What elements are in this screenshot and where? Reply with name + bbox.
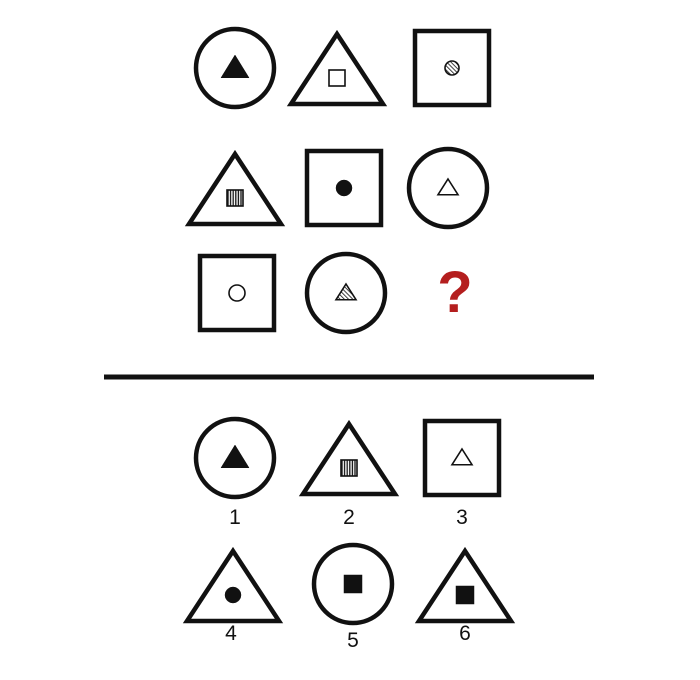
inner-triangle [220, 444, 250, 468]
grid-cell-r3c2 [304, 251, 388, 335]
option-4-figure[interactable] [182, 546, 284, 624]
option-2-figure[interactable] [298, 419, 400, 497]
option-3[interactable]: 3 [422, 418, 502, 529]
answer-options: 1 2 3 4 5 6 [182, 416, 516, 652]
option-5[interactable]: 5 [311, 542, 395, 652]
inner-circle [224, 586, 242, 604]
option-6-figure[interactable] [414, 546, 516, 624]
outer-triangle [286, 29, 388, 107]
grid-cell-r1c2 [286, 29, 388, 107]
option-4-number: 4 [225, 622, 237, 645]
option-2-number: 2 [343, 506, 355, 529]
option-1[interactable]: 1 [193, 416, 277, 529]
inner-square [340, 459, 358, 477]
inner-triangle [334, 282, 358, 301]
outer-triangle [184, 149, 286, 227]
question-mark: ? [437, 260, 472, 325]
inner-circle [444, 60, 460, 76]
grid-cell-r1c3 [412, 28, 492, 108]
puzzle-grid: ? [184, 26, 492, 335]
grid-cell-r1c1 [193, 26, 277, 110]
grid-cell-r2c1 [184, 149, 286, 227]
inner-square [343, 574, 363, 594]
option-3-figure[interactable] [422, 418, 502, 498]
grid-cell-r2c2 [304, 148, 384, 228]
inner-square [328, 69, 346, 87]
outer-triangle [182, 546, 284, 624]
outer-square [304, 148, 384, 228]
option-1-figure[interactable] [193, 416, 277, 500]
inner-triangle [436, 177, 460, 196]
option-5-figure[interactable] [311, 542, 395, 626]
option-5-number: 5 [347, 629, 359, 652]
inner-square [226, 189, 244, 207]
outer-triangle [298, 419, 400, 497]
option-3-number: 3 [456, 506, 468, 529]
inner-circle [228, 284, 246, 302]
inner-triangle [450, 447, 474, 466]
option-1-number: 1 [229, 506, 241, 529]
option-4[interactable]: 4 [182, 546, 284, 645]
option-2[interactable]: 2 [298, 419, 400, 529]
grid-cell-r3c1 [197, 253, 277, 333]
inner-triangle [220, 54, 250, 78]
option-6[interactable]: 6 [414, 546, 516, 645]
option-6-number: 6 [459, 622, 471, 645]
inner-circle [335, 179, 353, 197]
inner-square [455, 585, 475, 605]
grid-cell-r2c3 [406, 146, 490, 230]
